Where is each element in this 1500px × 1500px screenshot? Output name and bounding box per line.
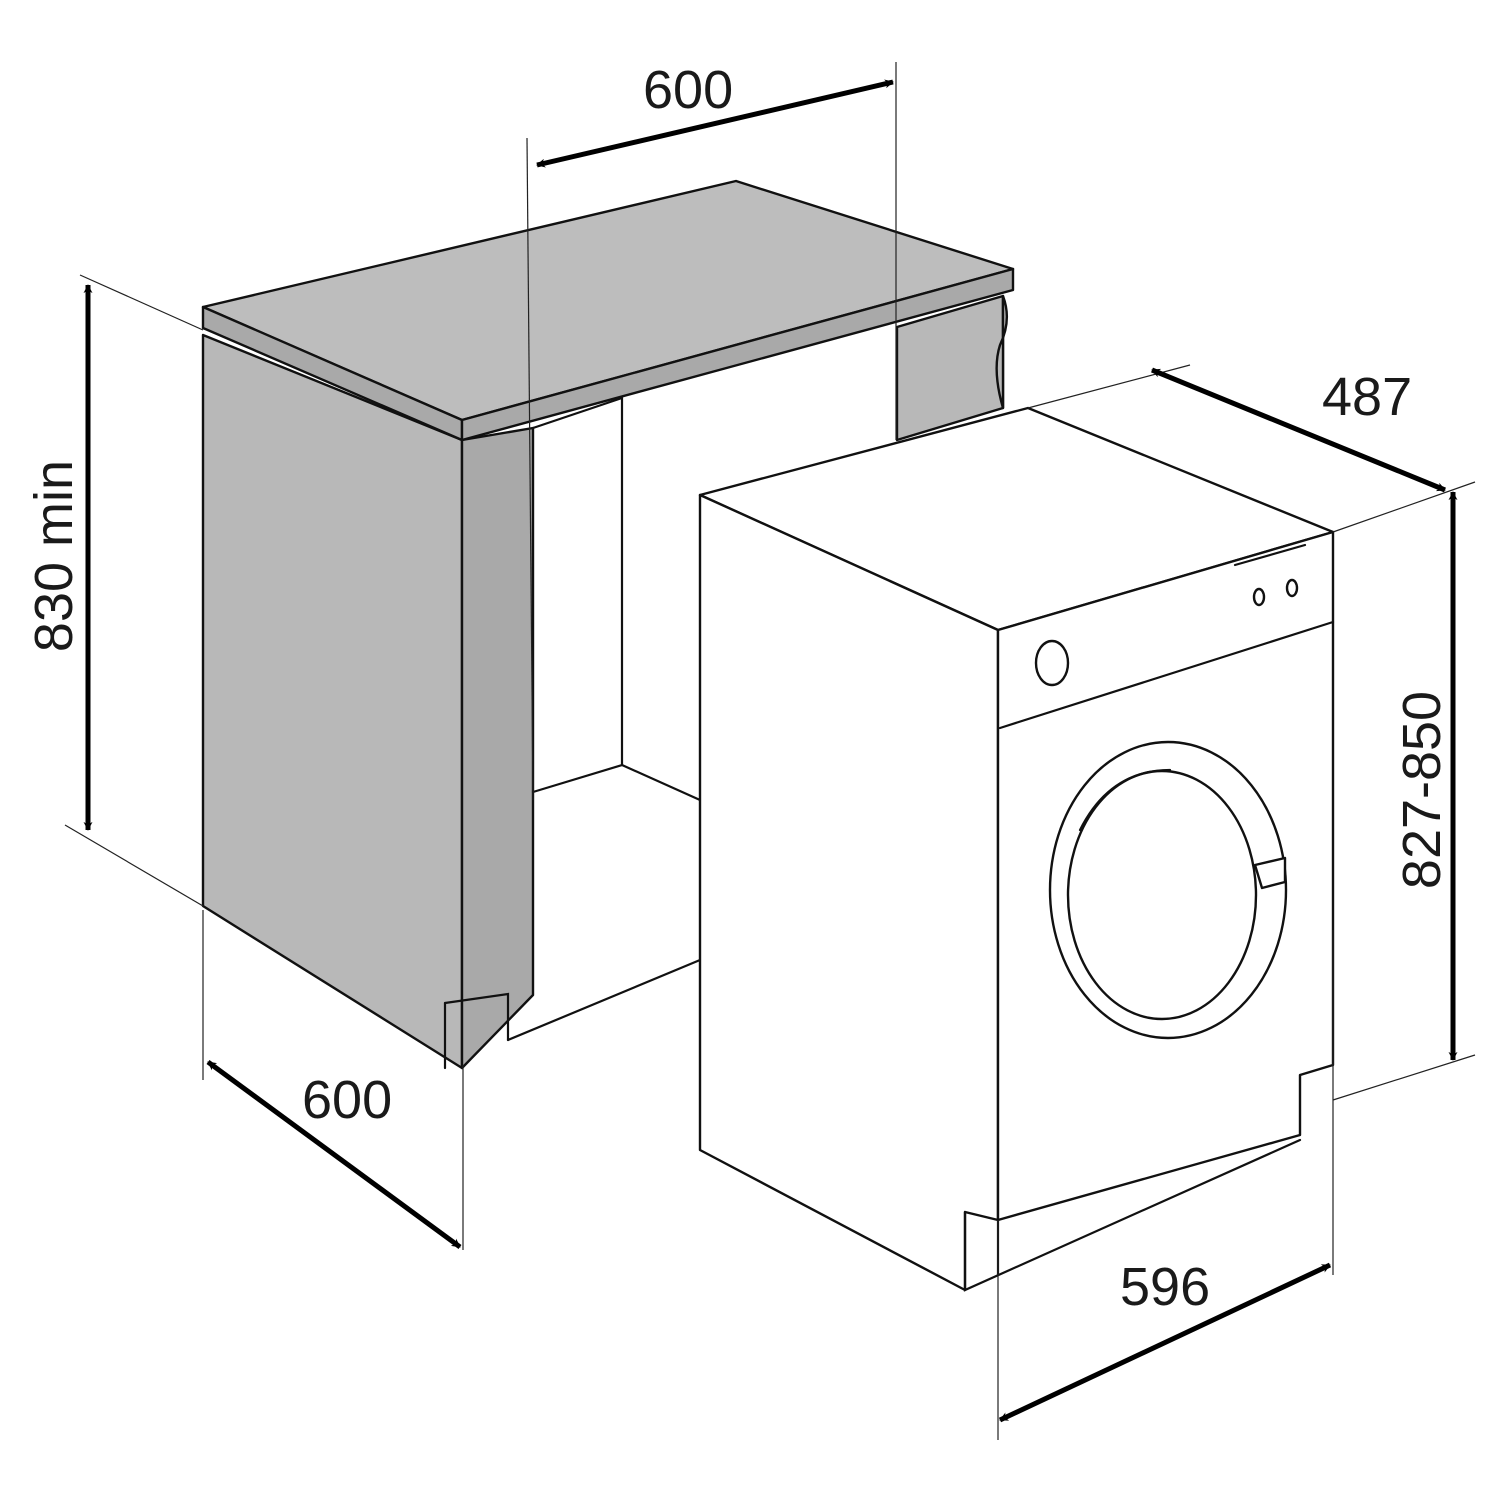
cabinet-depth-label: 600 bbox=[302, 1070, 392, 1130]
cabinet-left-panel bbox=[201, 333, 464, 1070]
machine-width-label: 596 bbox=[1120, 1257, 1210, 1317]
door-handle-icon bbox=[1253, 856, 1287, 890]
dimension-labels: 600 830 min 600 487 827-850 596 bbox=[24, 60, 1452, 1317]
cabinet-width-label: 600 bbox=[643, 60, 733, 120]
cabinet-left-panel-front-edge bbox=[460, 426, 535, 1070]
machine-depth-label: 487 bbox=[1322, 367, 1412, 427]
indicator-light-icon bbox=[1252, 587, 1266, 607]
washing-machine bbox=[698, 406, 1335, 1292]
machine-width-arrow bbox=[998, 1262, 1332, 1423]
machine-side bbox=[698, 493, 1000, 1292]
cabinet-depth-arrow bbox=[206, 1059, 462, 1250]
machine-depth-arrow bbox=[1151, 367, 1446, 493]
cabinet bbox=[201, 179, 1015, 1070]
cabinet-interior-back bbox=[531, 396, 624, 794]
door-glass bbox=[1066, 769, 1258, 1021]
cabinet-height-label: 830 min bbox=[24, 460, 84, 652]
control-knob-icon bbox=[1034, 639, 1070, 687]
indicator-light-icon bbox=[1285, 578, 1299, 598]
dimension-arrows bbox=[83, 79, 1458, 1423]
cabinet-width-arrow bbox=[536, 79, 894, 168]
machine-height-label: 827-850 bbox=[1392, 691, 1452, 889]
